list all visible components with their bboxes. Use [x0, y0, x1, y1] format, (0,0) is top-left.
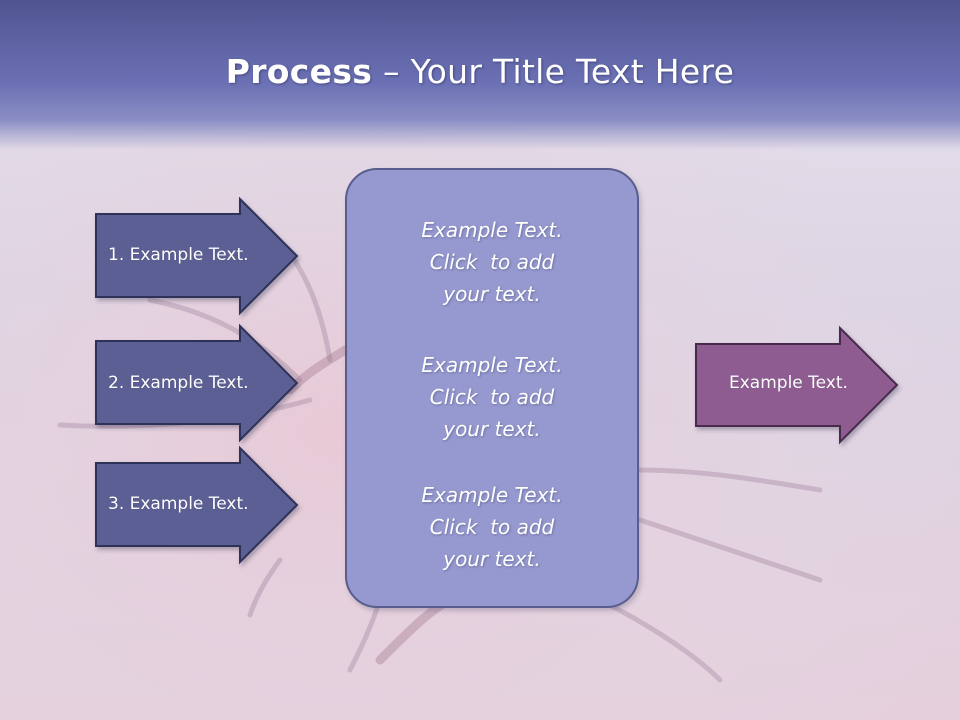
step-1-label: 1. Example Text.: [108, 245, 249, 265]
center-text-block-3: Example Text. Click to add your text.: [347, 479, 637, 575]
center-text-line: Click to add: [429, 385, 555, 409]
title-bold: Process: [225, 52, 373, 91]
slide-title: Process – Your Title Text Here: [0, 52, 960, 91]
result-arrow[interactable]: [695, 325, 899, 445]
center-text-line: your text.: [443, 282, 541, 306]
center-text-line: Example Text.: [421, 353, 563, 377]
center-text-block-2: Example Text. Click to add your text.: [347, 349, 637, 445]
title-rest: – Your Title Text Here: [372, 52, 735, 91]
center-text-box[interactable]: Example Text. Click to add your text. Ex…: [345, 168, 639, 608]
center-text-block-1: Example Text. Click to add your text.: [347, 214, 637, 310]
step-2-arrow[interactable]: [95, 323, 299, 443]
step-2-label: 2. Example Text.: [108, 373, 249, 393]
center-text-line: Click to add: [429, 515, 555, 539]
result-label: Example Text.: [729, 373, 848, 393]
step-3-label: 3. Example Text.: [108, 494, 249, 514]
center-text-line: your text.: [443, 547, 541, 571]
center-text-line: Example Text.: [421, 483, 563, 507]
title-band: [0, 0, 960, 150]
center-text-line: Click to add: [429, 250, 555, 274]
center-text-line: Example Text.: [421, 218, 563, 242]
step-1-arrow[interactable]: [95, 196, 299, 316]
center-text-line: your text.: [443, 417, 541, 441]
step-3-arrow[interactable]: [95, 445, 299, 565]
